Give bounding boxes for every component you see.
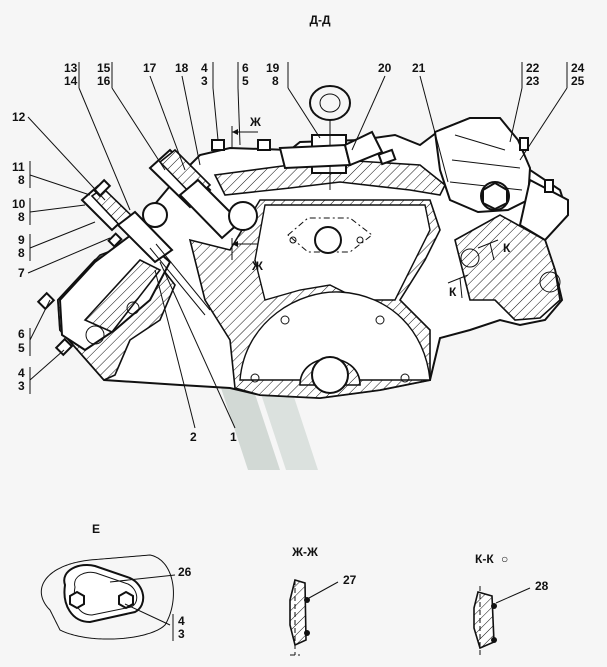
callout-3-top: 3 <box>201 74 208 88</box>
central-boss <box>287 217 373 254</box>
zh-cut-label-top: Ж <box>249 115 261 129</box>
callout-14: 14 <box>64 74 78 88</box>
k-cut-label-left: К <box>449 285 457 299</box>
callout-5-top: 5 <box>242 74 249 88</box>
section-k: К-К ○ 28 <box>473 552 549 655</box>
zh-cut-marks <box>231 126 258 260</box>
callout-18: 18 <box>175 61 189 75</box>
main-bearing <box>250 315 410 394</box>
callout-15: 15 <box>97 61 111 75</box>
left-cylinder-head <box>36 230 172 357</box>
callout-3-e: 3 <box>178 627 185 641</box>
callout-22: 22 <box>526 61 540 75</box>
callout-4-left: 4 <box>18 366 25 380</box>
callout-4-top: 4 <box>201 61 208 75</box>
callout-17: 17 <box>143 61 157 75</box>
section-zh: Ж-Ж 27 <box>289 545 357 656</box>
right-fuel-pump <box>433 117 569 293</box>
callout-7: 7 <box>18 266 25 280</box>
callout-5-left: 5 <box>18 341 25 355</box>
callout-13: 13 <box>64 61 78 75</box>
engine-block-section <box>36 85 570 400</box>
section-k-title: К-К <box>475 552 494 566</box>
callout-9: 9 <box>18 233 25 247</box>
callout-21: 21 <box>412 61 426 75</box>
callouts-top: 13 14 15 16 17 18 4 3 6 5 19 8 20 21 <box>64 61 585 211</box>
callout-27: 27 <box>343 573 357 587</box>
lifting-eye <box>278 85 384 190</box>
callout-28: 28 <box>535 579 549 593</box>
callout-8-left-b: 8 <box>18 210 25 224</box>
section-k-rotation-mark: ○ <box>501 552 508 566</box>
callout-3-left: 3 <box>18 379 25 393</box>
callout-6-top: 6 <box>242 61 249 75</box>
view-e: Е 26 4 3 <box>40 522 192 641</box>
callout-1: 1 <box>230 430 237 444</box>
center-injector-assembly <box>142 148 258 240</box>
callout-8-left-a: 8 <box>18 173 25 187</box>
callout-6-left: 6 <box>18 327 25 341</box>
callout-8-top: 8 <box>272 74 279 88</box>
callout-16: 16 <box>97 74 111 88</box>
k-cut-label-right: К <box>503 241 511 255</box>
left-injector-assembly <box>80 178 211 316</box>
callout-20: 20 <box>378 61 392 75</box>
callout-11: 11 <box>12 160 25 174</box>
callouts-left: 12 11 8 10 8 9 8 7 6 5 4 3 <box>12 110 111 394</box>
main-section-title: Д-Д <box>309 13 331 27</box>
section-zh-title: Ж-Ж <box>291 545 318 559</box>
callouts-bottom: 2 1 <box>154 261 237 444</box>
callout-8-left-c: 8 <box>18 246 25 260</box>
callout-12: 12 <box>12 110 26 124</box>
callout-4-e: 4 <box>178 614 185 628</box>
callout-26: 26 <box>178 565 192 579</box>
zh-cut-label-bottom: Ж <box>251 259 263 273</box>
callout-25: 25 <box>571 74 585 88</box>
callout-19: 19 <box>266 61 280 75</box>
callout-23: 23 <box>526 74 540 88</box>
callout-24: 24 <box>571 61 585 75</box>
callout-2: 2 <box>190 430 197 444</box>
k-cut-marks <box>447 239 499 299</box>
callout-10: 10 <box>12 197 26 211</box>
view-e-title: Е <box>92 522 100 536</box>
